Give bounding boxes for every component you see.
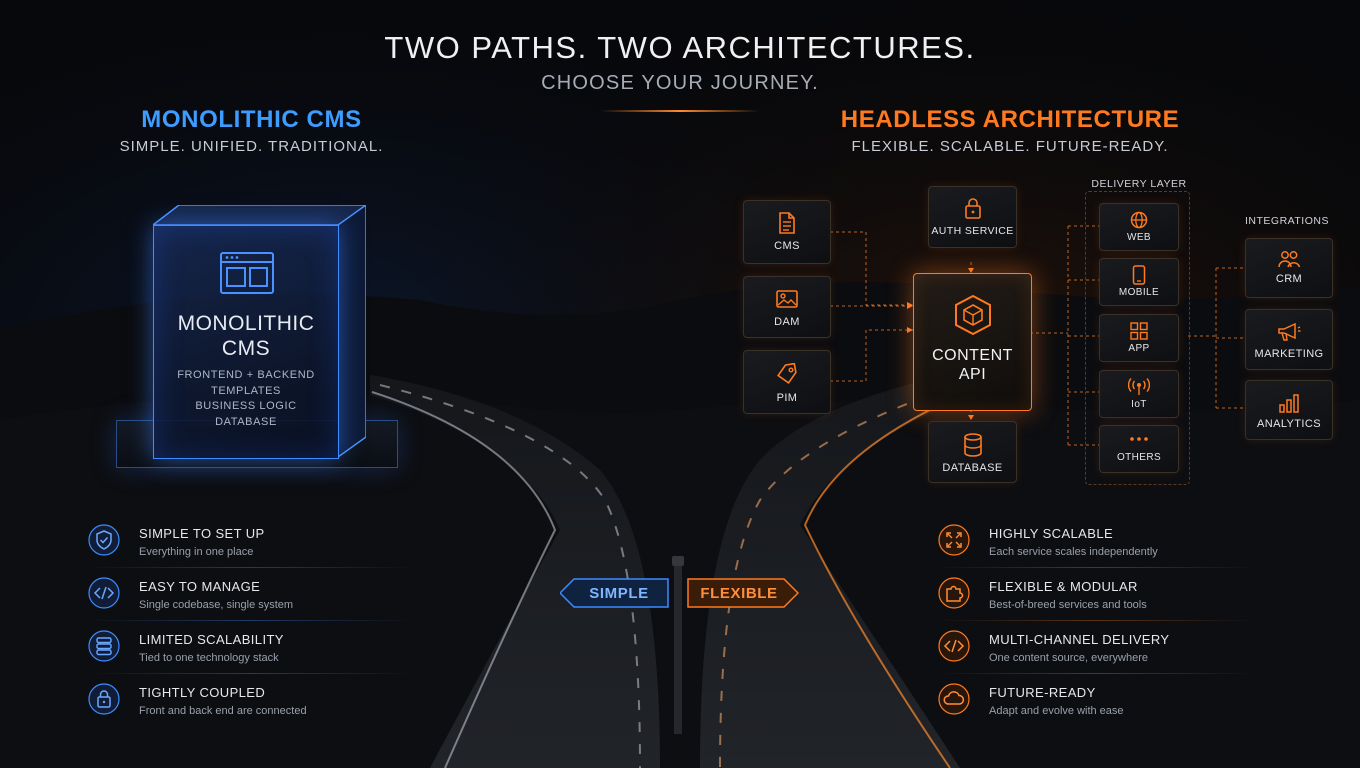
source-pim: PIM [743,350,831,414]
expand-icon [938,524,970,556]
page-title: TWO PATHS. TWO ARCHITECTURES. [384,30,976,65]
headless-title: HEADLESS ARCHITECTURE [840,106,1180,133]
feature-multi-channel-delivery: MULTI-CHANNEL DELIVERY One content sourc… [936,630,1256,674]
puzzle-icon [938,577,970,609]
feature-divider [86,567,416,568]
flexible-sign-label: FLEXIBLE [700,584,778,602]
lock-icon [88,683,120,715]
feature-divider [936,673,1256,674]
headless-feature-list: HIGHLY SCALABLE Each service scales inde… [936,520,1256,730]
database-icon [963,433,982,457]
browser-window-icon [220,252,274,294]
mobile-icon [1132,265,1146,285]
megaphone-icon [1278,322,1301,341]
monolith-label: MONOLITHIC CMS [177,312,315,360]
integration-crm: CRM [1245,238,1333,298]
simple-sign: SIMPLE [560,578,670,608]
delivery-layer-frame [1085,191,1190,485]
simple-sign-label: SIMPLE [589,584,649,602]
dots-icon [1130,437,1148,441]
source-dam: DAM [743,276,831,338]
document-icon [779,212,795,234]
grid-icon [1130,322,1148,340]
feature-tightly-coupled: TIGHTLY COUPLED Front and back end are c… [86,683,416,727]
delivery-others: OTHERS [1099,425,1179,473]
delivery-web: WEB [1099,203,1179,251]
feature-divider [86,620,416,621]
shield-check-icon [88,524,120,556]
feature-future-ready: FUTURE-READY Adapt and evolve with ease [936,683,1256,727]
tag-icon [777,363,797,384]
delivery-app: APP [1099,314,1179,362]
page-subtitle: CHOOSE YOUR JOURNEY. [541,72,819,94]
code-icon [88,577,120,609]
signpost-pole [672,556,684,734]
monolithic-title: MONOLITHIC CMS [141,106,362,133]
flexible-sign: FLEXIBLE [687,578,799,608]
delivery-iot: IoT [1099,370,1179,418]
delivery-mobile: MOBILE [1099,258,1179,306]
layer-database: DATABASE [215,415,277,428]
image-icon [776,290,798,308]
auth-service-box: AUTH SERVICE [928,186,1017,248]
delivery-layer-label: DELIVERY LAYER [1091,178,1187,190]
database-box: DATABASE [928,421,1017,483]
layer-templates: TEMPLATES [211,384,281,397]
globe-icon [1130,211,1148,229]
feature-limited-scalability: LIMITED SCALABILITY Tied to one technolo… [86,630,416,674]
database-icon [88,630,120,662]
cloud-icon [938,683,970,715]
integration-marketing: MARKETING [1245,309,1333,370]
title-divider [600,110,760,112]
people-icon [1278,251,1301,268]
monolith-top-face [153,205,366,225]
bar-chart-icon [1279,394,1299,413]
monolith-block [153,225,339,459]
monolith-layers: FRONTEND + BACKEND TEMPLATES BUSINESS LO… [153,368,339,430]
integration-analytics: ANALYTICS [1245,380,1333,440]
feature-flexible-modular: FLEXIBLE & MODULAR Best-of-breed service… [936,577,1256,621]
lock-icon [964,198,981,219]
cube-icon [954,294,991,336]
integrations-label: INTEGRATIONS [1245,215,1329,227]
feature-divider [936,567,1256,568]
source-cms: CMS [743,200,831,264]
feature-highly-scalable: HIGHLY SCALABLE Each service scales inde… [936,524,1256,568]
content-api-box: CONTENT API [913,273,1032,411]
wireless-icon [1128,378,1150,395]
layer-business-logic: BUSINESS LOGIC [195,400,297,412]
layer-frontend-backend: FRONTEND + BACKEND [177,369,315,381]
monolith-side-face [338,205,366,457]
monolithic-feature-list: SIMPLE TO SET UP Everything in one place… [86,520,416,730]
feature-simple-to-set-up: SIMPLE TO SET UP Everything in one place [86,524,416,568]
headless-subtitle: FLEXIBLE. SCALABLE. FUTURE-READY. [851,138,1169,155]
feature-divider [936,620,1256,621]
feature-easy-to-manage: EASY TO MANAGE Single codebase, single s… [86,577,416,621]
monolithic-subtitle: SIMPLE. UNIFIED. TRADITIONAL. [119,138,384,155]
code-icon [938,630,970,662]
feature-divider [86,673,416,674]
